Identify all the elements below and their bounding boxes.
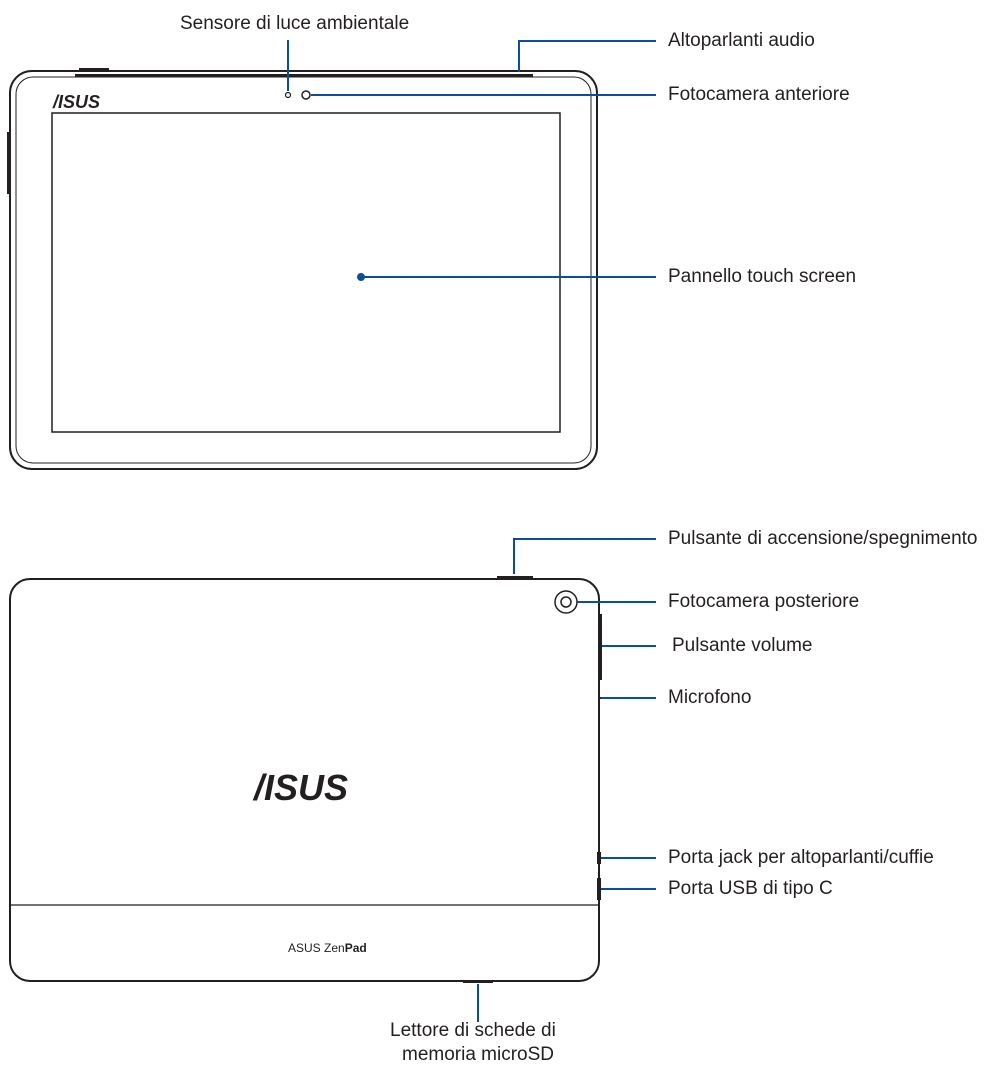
leader-speakers — [518, 40, 656, 72]
label-rear-camera: Fotocamera posteriore — [668, 591, 860, 612]
label-front-camera: Fotocamera anteriore — [668, 84, 850, 105]
rear-camera-icon — [554, 590, 578, 614]
leader-power-button — [513, 538, 656, 574]
front-camera-icon — [301, 90, 311, 100]
leader-lines — [287, 40, 656, 1022]
usb-c-port — [597, 878, 601, 900]
asus-logo-front: /ISUS — [52, 92, 100, 112]
label-usb-port: Porta USB di tipo C — [668, 878, 833, 899]
asus-logo-rear: /ISUS — [252, 767, 348, 808]
rear-tablet-body — [9, 578, 600, 982]
label-microsd-line1: Lettore di schede di — [390, 1020, 556, 1041]
label-audio-jack: Porta jack per altoparlanti/cuffie — [668, 847, 934, 868]
rear-view: /ISUS ASUS ZenPad — [9, 576, 602, 983]
label-microsd-line2: memoria microSD — [402, 1044, 555, 1065]
speaker-grille — [75, 74, 533, 77]
front-top-edge-button — [79, 68, 109, 71]
label-speakers: Altoparlanti audio — [668, 30, 815, 51]
audio-jack-port — [597, 852, 601, 864]
volume-button — [598, 614, 602, 680]
label-touch-screen: Pannello touch screen — [668, 266, 857, 287]
touch-screen-marker-dot — [357, 273, 365, 281]
front-view: /ISUS — [7, 68, 598, 470]
label-power-button: Pulsante di accensione/spegnimento — [668, 528, 978, 549]
power-button — [497, 576, 533, 580]
rear-camera-lens-icon — [560, 596, 572, 608]
label-volume-button: Pulsante volume — [672, 635, 813, 656]
light-sensor-icon — [284, 91, 292, 99]
microsd-slot — [463, 980, 493, 983]
front-left-side-button — [7, 132, 11, 194]
zenpad-brand-mark: ASUS ZenPad — [288, 941, 367, 955]
label-microphone: Microfono — [668, 687, 752, 708]
label-light-sensor: Sensore di luce ambientale — [180, 13, 410, 34]
touch-screen-panel — [51, 112, 561, 433]
